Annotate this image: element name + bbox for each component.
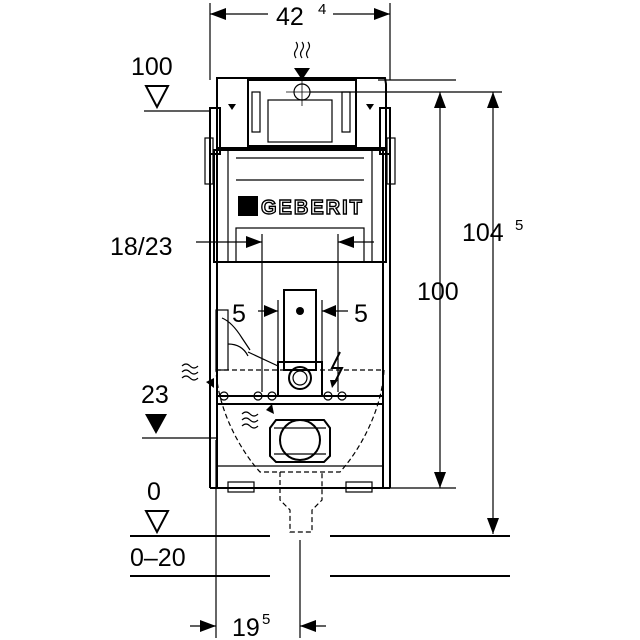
water-supply-icon-left — [181, 363, 214, 388]
floor-level-value: 0 — [147, 478, 161, 506]
supply-height-marker: 23 — [141, 381, 218, 439]
right-offset-value: 5 — [354, 300, 368, 328]
floor-levels: 0 0–20 — [130, 478, 510, 577]
supply-height-value: 23 — [141, 381, 169, 409]
total-height-value-sup: 5 — [515, 217, 523, 234]
width-value-sup: 4 — [318, 1, 326, 18]
brand-logo: GEBERIT — [261, 197, 364, 219]
level-marker-icon-filled — [145, 414, 167, 434]
level-marker-icon — [144, 85, 170, 110]
wall-offset-value: 19 — [232, 614, 260, 640]
cistern-frame: GEBERIT — [204, 77, 396, 533]
offset-dimensions: 5 5 — [232, 300, 368, 392]
water-supply-icon — [293, 41, 311, 80]
width-value: 42 — [276, 3, 304, 31]
outlet-spacing-dimension: 18/23 — [110, 233, 374, 392]
height-dimensions: 100 104 5 — [310, 79, 523, 534]
water-supply-icon-center — [241, 404, 274, 429]
flush-height-value: 100 — [131, 53, 173, 81]
wall-offset-dimension: 19 5 — [190, 440, 326, 640]
frame-height-value: 100 — [417, 278, 459, 306]
total-height-value: 104 — [462, 219, 504, 247]
flush-height-marker: 100 — [131, 53, 210, 112]
level-marker-icon-floor — [144, 510, 170, 535]
left-offset-value: 5 — [232, 300, 246, 328]
wall-offset-value-sup: 5 — [262, 611, 270, 628]
width-dimension: 42 4 — [209, 1, 391, 80]
floor-range-value: 0–20 — [130, 544, 186, 572]
outlet-spacing-value: 18/23 — [110, 233, 173, 261]
